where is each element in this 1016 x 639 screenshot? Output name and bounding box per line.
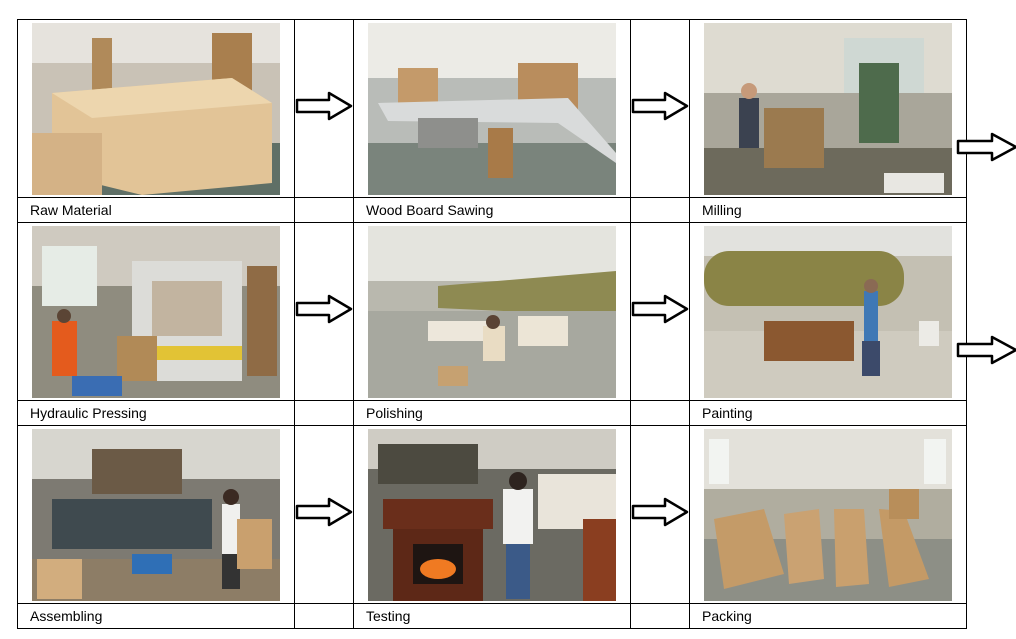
assembling-photo	[32, 428, 280, 601]
step-label: Raw Material	[17, 197, 295, 223]
table-row	[17, 19, 967, 198]
table-row: Raw Material Wood Board Sawing Milling	[17, 197, 967, 223]
arrow-right-icon	[956, 132, 1016, 162]
table-row: Assembling Testing Packing	[17, 603, 967, 629]
polishing-photo	[368, 225, 616, 398]
arrow-right-icon	[295, 91, 353, 121]
step-label: Wood Board Sawing	[353, 197, 631, 223]
photo-cell	[353, 222, 631, 401]
step-label: Testing	[353, 603, 631, 629]
photo-cell	[17, 222, 295, 401]
step-label: Milling	[689, 197, 967, 223]
blank-cell	[294, 400, 354, 426]
photo-cell	[689, 425, 967, 604]
blank-cell	[630, 400, 690, 426]
arrow-right-icon	[956, 335, 1016, 365]
arrow-right-icon	[631, 497, 689, 527]
arrow-cell	[294, 425, 354, 604]
step-label: Polishing	[353, 400, 631, 426]
photo-cell	[17, 425, 295, 604]
arrow-cell	[630, 19, 690, 198]
arrow-right-icon	[295, 294, 353, 324]
blank-cell	[294, 603, 354, 629]
arrow-cell	[630, 425, 690, 604]
hydraulic-pressing-photo	[32, 225, 280, 398]
blank-cell	[294, 197, 354, 223]
table-row: Hydraulic Pressing Polishing Painting	[17, 400, 967, 426]
milling-photo	[704, 22, 952, 195]
painting-photo	[704, 225, 952, 398]
arrow-right-icon	[631, 91, 689, 121]
arrow-cell	[630, 222, 690, 401]
blank-cell	[630, 603, 690, 629]
photo-cell	[353, 19, 631, 198]
packing-photo	[704, 428, 952, 601]
wood-board-sawing-photo	[368, 22, 616, 195]
table-row	[17, 425, 967, 604]
photo-cell	[689, 19, 967, 198]
blank-cell	[630, 197, 690, 223]
raw-material-photo	[32, 22, 280, 195]
photo-cell	[689, 222, 967, 401]
photo-cell	[17, 19, 295, 198]
step-label: Hydraulic Pressing	[17, 400, 295, 426]
table-row	[17, 222, 967, 401]
arrow-cell	[294, 222, 354, 401]
arrow-right-icon	[631, 294, 689, 324]
arrow-right-icon	[295, 497, 353, 527]
step-label: Assembling	[17, 603, 295, 629]
process-table: Raw Material Wood Board Sawing Milling	[17, 19, 967, 629]
photo-cell	[353, 425, 631, 604]
arrow-cell	[294, 19, 354, 198]
testing-photo	[368, 428, 616, 601]
step-label: Packing	[689, 603, 967, 629]
step-label: Painting	[689, 400, 967, 426]
